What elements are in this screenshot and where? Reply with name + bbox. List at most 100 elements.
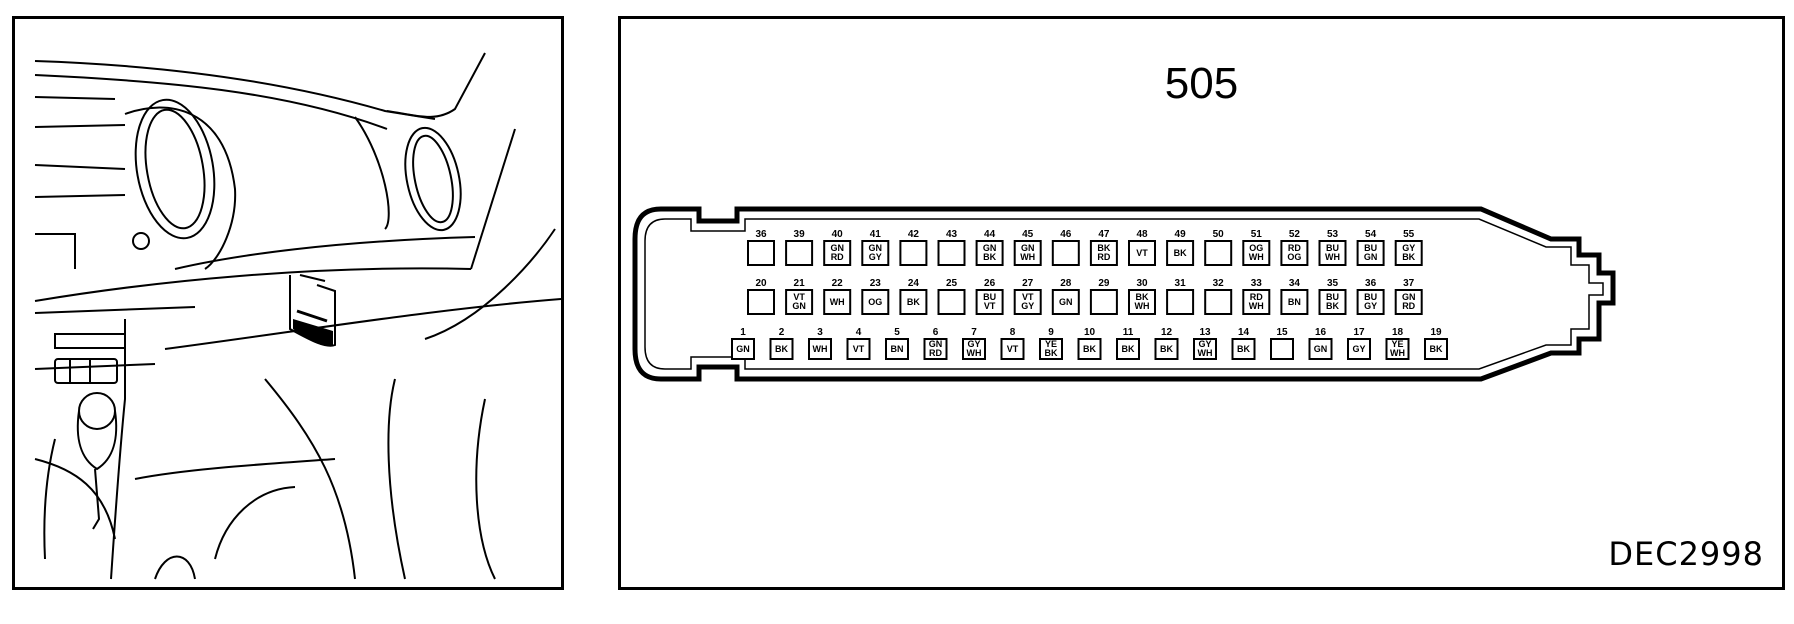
- pin-number: 25: [946, 278, 958, 289]
- pin-cavity: [1308, 338, 1333, 360]
- pin-number: 20: [755, 278, 767, 289]
- connector-pin: 43: [937, 229, 966, 266]
- pin-number: 15: [1276, 327, 1288, 338]
- pin-number: 5: [894, 327, 900, 338]
- pin-wire-color: GN: [1059, 297, 1073, 307]
- pin-cavity: [785, 240, 814, 266]
- connector-pin: 39: [785, 229, 814, 266]
- pin-cavity: [1318, 240, 1347, 266]
- pin-number: 31: [1175, 278, 1187, 289]
- pin-wire-color: BU: [1326, 243, 1339, 253]
- pin-cavity: [1089, 289, 1118, 315]
- pin-number: 12: [1161, 327, 1173, 338]
- pin-wire-color: BU: [1364, 292, 1377, 302]
- pin-number: 39: [794, 229, 806, 240]
- pin-cavity: [1077, 338, 1102, 360]
- pin-cavity: [975, 240, 1004, 266]
- pin-wire-color: WH: [1249, 252, 1264, 262]
- pin-wire-color: BK: [775, 344, 788, 354]
- pin-number: 47: [1098, 229, 1110, 240]
- connector-pin: 3WH: [808, 327, 832, 360]
- pin-wire-color: BK: [1045, 348, 1058, 358]
- pin-cavity: [1013, 289, 1042, 315]
- pin-cavity: [1356, 289, 1385, 315]
- pin-cavity: [923, 338, 948, 360]
- pin-number: 54: [1365, 229, 1377, 240]
- pin-cavity: [899, 240, 928, 266]
- pin-wire-color: GN: [830, 243, 844, 253]
- pin-wire-color: RD: [1097, 252, 1110, 262]
- pin-number: 44: [984, 229, 996, 240]
- pin-number: 42: [908, 229, 920, 240]
- connector-pin: 2BK: [769, 327, 794, 360]
- pin-wire-color: BK: [983, 252, 996, 262]
- pin-number: 29: [1098, 278, 1110, 289]
- pin-wire-color: WH: [813, 344, 828, 354]
- pin-cavity: [1089, 240, 1118, 266]
- pin-wire-color: WH: [1135, 301, 1150, 311]
- pin-wire-color: BU: [983, 292, 996, 302]
- pin-number: 48: [1136, 229, 1148, 240]
- pin-number: 46: [1060, 229, 1072, 240]
- pin-wire-color: WH: [1020, 252, 1035, 262]
- pin-number: 33: [1251, 278, 1263, 289]
- pin-cavity: [1051, 289, 1080, 315]
- pin-wire-color: OG: [868, 297, 882, 307]
- pin-wire-color: BK: [1402, 252, 1415, 262]
- pin-number: 13: [1199, 327, 1211, 338]
- pin-wire-color: YE: [1045, 339, 1057, 349]
- pin-wire-color: WH: [1325, 252, 1340, 262]
- connector-pin: 36: [747, 229, 775, 266]
- pin-wire-color: GY: [869, 252, 882, 262]
- pin-wire-color: BK: [1237, 344, 1250, 354]
- pin-cavity: [937, 240, 966, 266]
- pin-number: 18: [1392, 327, 1404, 338]
- pin-wire-color: OG: [1287, 252, 1301, 262]
- pin-number: 21: [794, 278, 806, 289]
- pin-cavity: [808, 338, 832, 360]
- pin-wire-color: OG: [1249, 243, 1263, 253]
- pin-cavity: [1280, 289, 1309, 315]
- pin-number: 45: [1022, 229, 1034, 240]
- pin-number: 4: [856, 327, 862, 338]
- pin-cavity: [747, 289, 775, 315]
- pin-wire-color: YE: [1391, 339, 1403, 349]
- pin-wire-color: VT: [793, 292, 805, 302]
- pin-cavity: [1385, 338, 1410, 360]
- pin-cavity: [1013, 240, 1042, 266]
- pin-wire-color: BK: [907, 297, 920, 307]
- pin-wire-color: GY: [1352, 344, 1365, 354]
- pin-cavity: [861, 289, 890, 315]
- connector-pin: 4VT: [846, 327, 871, 360]
- pin-number: 52: [1289, 229, 1301, 240]
- pin-cavity: [1116, 338, 1140, 360]
- connector-number: 505: [1164, 59, 1239, 108]
- pin-number: 14: [1238, 327, 1250, 338]
- pin-cavity: [1394, 289, 1423, 315]
- pin-wire-color: BN: [891, 344, 904, 354]
- pin-number: 36: [1365, 278, 1377, 289]
- pin-cavity: [1356, 240, 1385, 266]
- pin-number: 16: [1315, 327, 1327, 338]
- pin-cavity: [785, 289, 814, 315]
- pin-number: 7: [971, 327, 977, 338]
